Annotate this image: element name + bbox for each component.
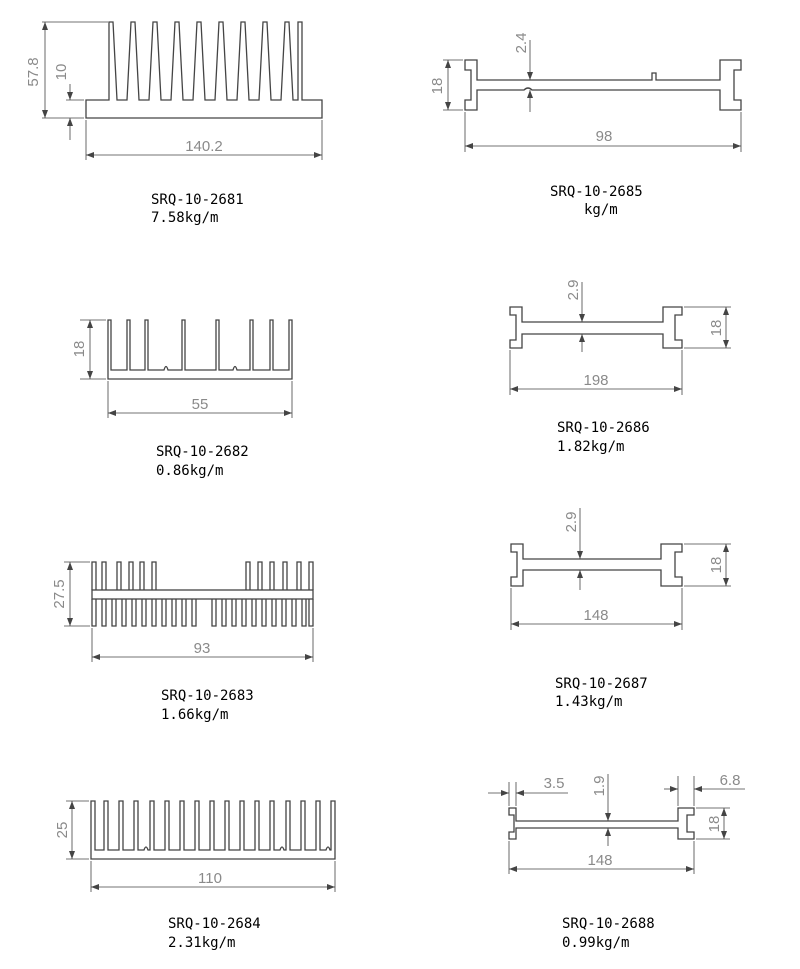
caption-weight-2683: 1.66kg/m — [161, 707, 228, 723]
heatsink-profile-2682 — [107, 319, 293, 380]
dim-flange-left-2688: 3.5 — [544, 775, 565, 792]
caption-code-2685: SRQ-10-2685 — [550, 184, 643, 200]
caption-code-2688: SRQ-10-2688 — [562, 916, 655, 932]
profile-drawing-2684: 25 110 — [54, 800, 336, 892]
channel-profile-2687 — [510, 543, 683, 587]
caption-weight-2684: 2.31kg/m — [168, 935, 235, 951]
dim-height-2684: 25 — [54, 822, 71, 839]
dim-width-2687: 148 — [583, 607, 608, 624]
dim-width-2688: 148 — [587, 852, 612, 869]
caption-code-2682: SRQ-10-2682 — [156, 444, 249, 460]
dim-height-2687: 18 — [708, 557, 725, 574]
caption-code-2684: SRQ-10-2684 — [168, 916, 261, 932]
bottom-fins-2683 — [91, 599, 314, 627]
channel-profile-2685 — [464, 59, 742, 111]
top-fins-2683 — [91, 561, 314, 590]
dim-web-2687: 2.9 — [563, 512, 580, 533]
profile-drawing-2688: 3.5 6.8 1.9 18 148 — [488, 772, 745, 874]
dim-height-2686: 18 — [708, 320, 725, 337]
dim-width-2684: 110 — [198, 870, 222, 887]
dim-width-2682: 55 — [192, 396, 209, 413]
dim-base-2681: 10 — [53, 64, 70, 81]
dim-height-2681: 57.8 — [25, 57, 42, 86]
dim-height-2685: 18 — [429, 78, 446, 95]
profile-drawing-2687: 18 2.9 148 — [510, 508, 731, 630]
dim-width-2683: 93 — [194, 640, 211, 657]
profile-drawing-2685: 18 2.4 98 — [429, 33, 742, 152]
caption-weight-2682: 0.86kg/m — [156, 463, 223, 479]
dim-flange-right-2688: 6.8 — [720, 772, 741, 789]
dim-web-2686: 2.9 — [565, 280, 582, 301]
profile-drawing-2682: 18 55 — [71, 319, 293, 418]
channel-profile-2688 — [508, 807, 695, 840]
caption-code-2683: SRQ-10-2683 — [161, 688, 254, 704]
heatsink-profile-2681 — [85, 21, 323, 119]
caption-code-2687: SRQ-10-2687 — [555, 676, 648, 692]
dim-web-2685: 2.4 — [513, 33, 530, 54]
dim-width-2685: 98 — [596, 128, 613, 145]
caption-weight-2686: 1.82kg/m — [557, 439, 624, 455]
dim-height-2682: 18 — [71, 341, 88, 358]
channel-profile-2686 — [509, 306, 683, 349]
dim-height-2688: 18 — [706, 816, 723, 833]
profile-drawing-2681: 57.8 10 140.2 — [25, 21, 323, 160]
caption-weight-2688: 0.99kg/m — [562, 935, 629, 951]
caption-code-2681: SRQ-10-2681 — [151, 192, 244, 208]
dim-height-2683: 27.5 — [51, 579, 68, 608]
caption-weight-2681: 7.58kg/m — [151, 210, 218, 226]
caption-weight-2685: kg/m — [584, 202, 618, 218]
profile-drawing-2686: 18 2.9 198 — [509, 280, 731, 395]
caption-code-2686: SRQ-10-2686 — [557, 420, 650, 436]
dim-web-2688: 1.9 — [591, 776, 608, 797]
caption-weight-2687: 1.43kg/m — [555, 694, 622, 710]
profile-drawing-2683: 27.5 93 — [51, 561, 314, 662]
heatsink-profile-2684 — [90, 800, 336, 860]
center-plate-2683 — [91, 589, 314, 600]
dim-width-2681: 140.2 — [185, 138, 223, 155]
dim-width-2686: 198 — [583, 372, 608, 389]
